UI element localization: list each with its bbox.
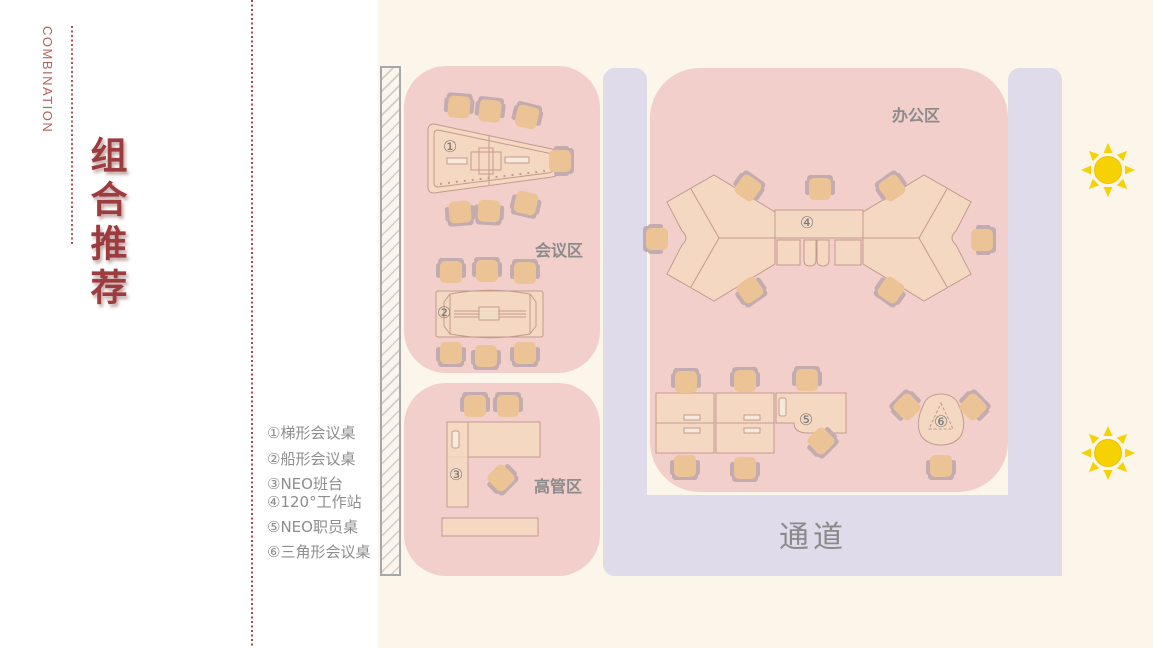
- marker-4: ④: [799, 213, 815, 232]
- zone-office-area: [650, 68, 1008, 492]
- legend-item-neo-staff-desk: ⑤NEO职员桌: [267, 518, 358, 536]
- label-meeting-area: 会议区: [535, 241, 584, 260]
- marker-5: ⑤: [798, 410, 814, 429]
- vertical-dashed-divider: [251, 0, 253, 648]
- zone-meeting-area: [404, 66, 600, 373]
- legend-item-trapezoid-table: ①梯形会议桌: [267, 424, 356, 442]
- marker-2: ②: [436, 303, 452, 322]
- corridor-left-strip: [603, 68, 647, 576]
- corridor-bottom-strip: [603, 495, 1062, 576]
- sun-icon: [1081, 426, 1135, 480]
- corridor-right-strip: [1008, 68, 1062, 576]
- eyebrow-dotted-rule: [71, 26, 73, 244]
- legend-item-120-workstation: ④120°工作站: [267, 493, 362, 511]
- legend: ①梯形会议桌 ②船形会议桌 ③NEO班台 ④120°工作站 ⑤NEO职员桌 ⑥三…: [267, 425, 379, 560]
- legend-item-triangle-table: ⑥三角形会议桌: [267, 543, 371, 561]
- marker-6: ⑥: [933, 412, 949, 431]
- marker-1: ①: [442, 137, 458, 156]
- label-executive-area: 高管区: [534, 477, 583, 496]
- sun-icon: [1081, 143, 1135, 197]
- marker-3: ③: [448, 465, 464, 484]
- label-corridor: 通道: [779, 520, 847, 555]
- label-office-area: 办公区: [892, 106, 941, 125]
- eyebrow-text: COMBINATION: [40, 26, 55, 134]
- legend-item-neo-desk: ③NEO班台: [267, 475, 343, 493]
- legend-item-boat-table: ②船形会议桌: [267, 450, 356, 468]
- wall-hatched-strip: [380, 66, 401, 576]
- page-title: 组合推荐: [84, 136, 127, 312]
